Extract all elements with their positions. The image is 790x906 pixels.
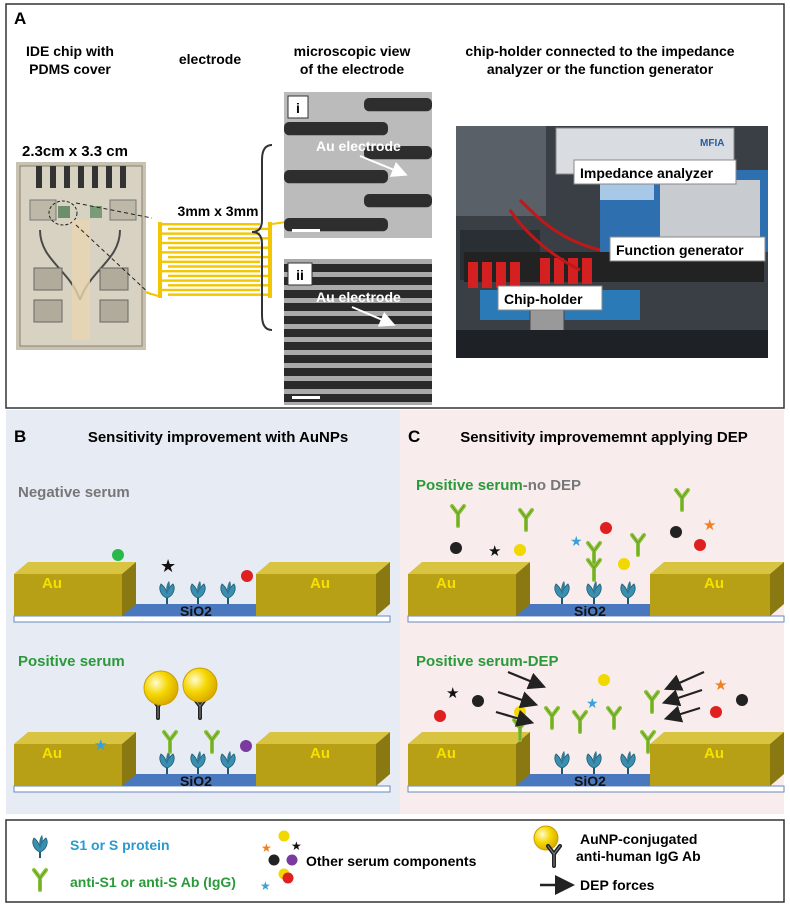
sio2-label: SiO2 xyxy=(180,773,212,789)
serum-green-ball xyxy=(112,549,124,561)
legend-frame xyxy=(5,819,785,903)
col4-title-line1: chip-holder connected to the impedance xyxy=(465,43,734,59)
positive-serum-label: Positive serum xyxy=(18,653,125,670)
zoom-line-bottom xyxy=(75,224,153,297)
au-label: Au xyxy=(704,575,724,592)
micro-i-tag: i xyxy=(296,100,300,116)
legend-serum: Other serum components xyxy=(306,853,477,869)
aunp-2 xyxy=(182,667,218,703)
au-label: Au xyxy=(42,745,62,762)
chip-size-label: 2.3cm x 3.3 cm xyxy=(22,143,128,160)
sio2-label: SiO2 xyxy=(574,603,606,619)
svg-text:★: ★ xyxy=(291,839,302,853)
serum-black-ball-c4 xyxy=(736,694,748,706)
zoom-line-top xyxy=(75,202,153,219)
micro-image-ii: ii Au electrode xyxy=(284,259,432,405)
col1-title-line2: PDMS cover xyxy=(29,61,111,77)
blue-star-c: ★ xyxy=(570,533,583,549)
col3-title-line2: of the electrode xyxy=(300,61,404,77)
serum-yellow-ball-c2 xyxy=(618,558,630,570)
legend-ab: anti-S1 or anti-S Ab (IgG) xyxy=(70,874,236,890)
serum-yellow-ball-c4 xyxy=(598,674,610,686)
aunp-1 xyxy=(143,670,179,706)
mfia-brand: MFIA xyxy=(700,138,724,149)
sio2-label: SiO2 xyxy=(574,773,606,789)
au-label: Au xyxy=(42,575,62,592)
micro-i-label: Au electrode xyxy=(316,138,401,154)
black-star-c: ★ xyxy=(488,543,501,560)
orange-star-c: ★ xyxy=(703,517,716,534)
serum-red-ball-c3 xyxy=(434,710,446,722)
col3-title-line1: microscopic view xyxy=(294,43,411,59)
panel-c-label: C xyxy=(408,427,420,446)
serum-black-ball-c3 xyxy=(472,695,484,707)
dep-force-arrows xyxy=(495,670,705,727)
col4-title-line2: analyzer or the function generator xyxy=(487,61,714,77)
serum-purple-ball xyxy=(240,740,252,752)
chip-photo xyxy=(16,162,146,350)
legend-aunp-line2: anti-human IgG Ab xyxy=(576,848,701,864)
serum-red-ball xyxy=(241,570,253,582)
micro-image-i: i Au electrode xyxy=(284,92,432,238)
chip-holder-label: Chip-holder xyxy=(504,291,583,307)
negative-serum-label: Negative serum xyxy=(18,484,130,501)
positive-serum-no-dep-pos: Positive serum xyxy=(416,477,523,494)
au-label: Au xyxy=(436,575,456,592)
panel-b-title: Sensitivity improvement with AuNPs xyxy=(88,429,348,446)
serum-red-ball-c2 xyxy=(694,539,706,551)
sio2-label: SiO2 xyxy=(180,603,212,619)
serum-black-ball xyxy=(450,542,462,554)
svg-text:★: ★ xyxy=(261,841,272,855)
au-label: Au xyxy=(310,745,330,762)
serum-yellow-ball-c3 xyxy=(514,706,526,718)
interdigitated-electrode xyxy=(144,219,301,298)
legend-s1: S1 or S protein xyxy=(70,837,170,853)
positive-serum-no-dep-label: Positive serum-no DEP xyxy=(416,477,581,494)
blue-star-c2: ★ xyxy=(586,695,599,711)
panel-b-label: B xyxy=(14,427,26,446)
positive-serum-dep-label: Positive serum-DEP xyxy=(416,653,559,670)
serum-red-ball-c4 xyxy=(710,706,722,718)
micro-ii-label: Au electrode xyxy=(316,289,401,305)
positive-serum-no-dep-rest: -no DEP xyxy=(523,477,581,494)
blue-star: ★ xyxy=(94,737,107,754)
brace xyxy=(251,144,273,331)
micro-ii-tag: ii xyxy=(296,267,304,283)
legend-aunp-ball xyxy=(533,825,559,851)
black-star: ★ xyxy=(160,556,176,576)
au-label: Au xyxy=(436,745,456,762)
col2-title: electrode xyxy=(179,51,241,67)
serum-red-ball-c xyxy=(600,522,612,534)
svg-text:★: ★ xyxy=(260,879,271,893)
function-generator-label: Function generator xyxy=(616,242,744,258)
panel-a-label: A xyxy=(14,9,26,28)
lab-photo: MFIA Impedance analyzer Function generat… xyxy=(456,126,768,358)
au-label: Au xyxy=(310,575,330,592)
legend-serum-icon: ★ ★ ★ xyxy=(260,830,302,893)
serum-black-ball-c2 xyxy=(670,526,682,538)
legend-dep: DEP forces xyxy=(580,877,655,893)
au-label: Au xyxy=(704,745,724,762)
panel-c-title: Sensitivity improvememnt applying DEP xyxy=(460,429,748,446)
orange-star-c2: ★ xyxy=(714,677,727,694)
col1-title-line1: IDE chip with xyxy=(26,43,114,59)
impedance-analyzer-label: Impedance analyzer xyxy=(580,165,714,181)
legend-aunp-line1: AuNP-conjugated xyxy=(580,831,697,847)
electrode-size-label: 3mm x 3mm xyxy=(178,203,259,219)
serum-yellow-ball xyxy=(514,544,526,556)
black-star-c2: ★ xyxy=(446,685,459,702)
